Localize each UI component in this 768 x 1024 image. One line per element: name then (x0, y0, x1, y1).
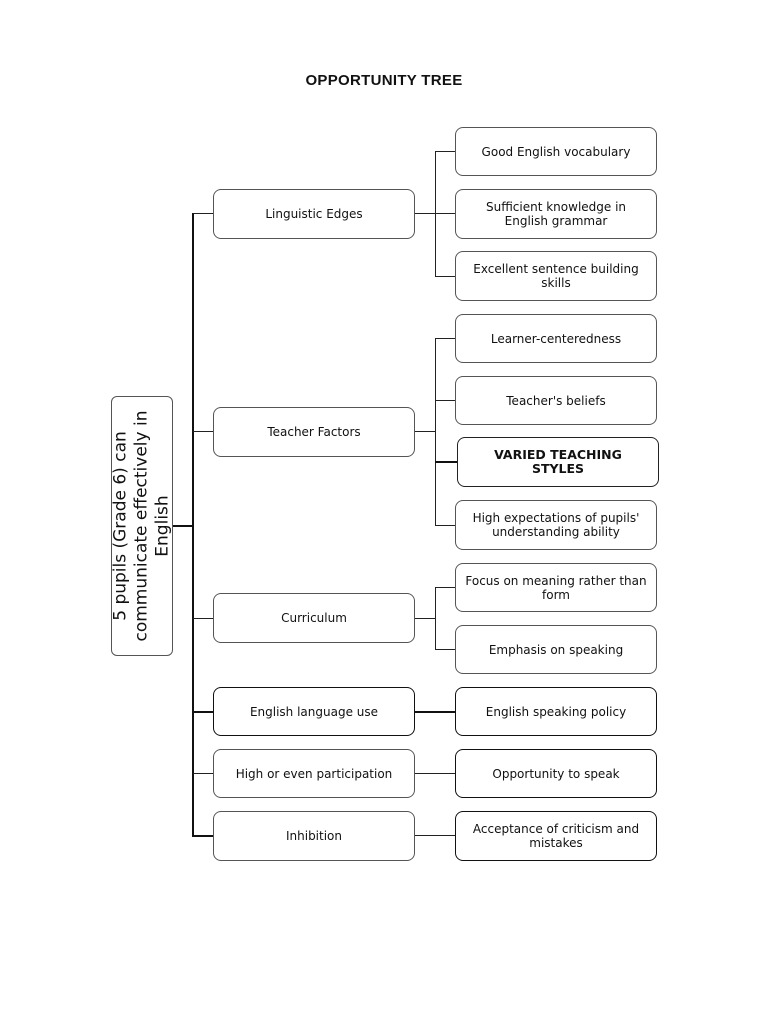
branch-english-language-use: English language use (213, 687, 415, 736)
leaf-connector (415, 213, 435, 214)
leaf-connector (435, 276, 455, 277)
leaf-sentence-building: Excellent sentence building skills (455, 251, 657, 301)
trunk-line (192, 213, 194, 837)
leaf-connector (435, 461, 457, 463)
root-node-label: 5 pupils (Grade 6) can communicate effec… (110, 410, 173, 642)
leaf-opportunity-to-speak: Opportunity to speak (455, 749, 657, 798)
leaf-connector (415, 618, 435, 619)
leaf-english-speaking-policy: English speaking policy (455, 687, 657, 736)
leaf-bracket-teacher (435, 338, 436, 525)
leaf-connector (435, 525, 455, 526)
leaf-teachers-beliefs: Teacher's beliefs (455, 376, 657, 425)
branch-connector-linguistic (193, 213, 213, 214)
leaf-acceptance-of-criticism: Acceptance of criticism and mistakes (455, 811, 657, 861)
root-node: 5 pupils (Grade 6) can communicate effec… (111, 396, 173, 656)
branch-connector-participation (193, 773, 213, 774)
leaf-connector (415, 711, 455, 713)
root-connector (173, 525, 193, 527)
leaf-connector (435, 587, 455, 588)
leaf-connector (415, 431, 435, 432)
leaf-good-english-vocabulary: Good English vocabulary (455, 127, 657, 176)
leaf-connector (435, 151, 455, 152)
leaf-high-expectations: High expectations of pupils' understandi… (455, 500, 657, 550)
leaf-grammar-knowledge: Sufficient knowledge in English grammar (455, 189, 657, 239)
leaf-emphasis-on-speaking: Emphasis on speaking (455, 625, 657, 674)
branch-inhibition: Inhibition (213, 811, 415, 861)
leaf-focus-on-meaning: Focus on meaning rather than form (455, 563, 657, 612)
leaf-bracket-curriculum (435, 587, 436, 650)
branch-connector-teacher (193, 431, 213, 432)
leaf-varied-teaching-styles: VARIED TEACHING STYLES (457, 437, 659, 487)
leaf-connector (435, 649, 455, 650)
leaf-connector (415, 773, 455, 774)
branch-participation: High or even participation (213, 749, 415, 798)
branch-curriculum: Curriculum (213, 593, 415, 643)
leaf-connector (435, 400, 455, 401)
leaf-learner-centeredness: Learner-centeredness (455, 314, 657, 363)
branch-connector-language-use (193, 711, 213, 713)
branch-linguistic-edges: Linguistic Edges (213, 189, 415, 239)
branch-connector-inhibition (193, 835, 213, 837)
leaf-connector (415, 835, 455, 836)
diagram-title: OPPORTUNITY TREE (305, 72, 463, 89)
leaf-connector (435, 338, 455, 339)
branch-connector-curriculum (193, 618, 213, 619)
leaf-connector (435, 213, 455, 214)
branch-teacher-factors: Teacher Factors (213, 407, 415, 457)
